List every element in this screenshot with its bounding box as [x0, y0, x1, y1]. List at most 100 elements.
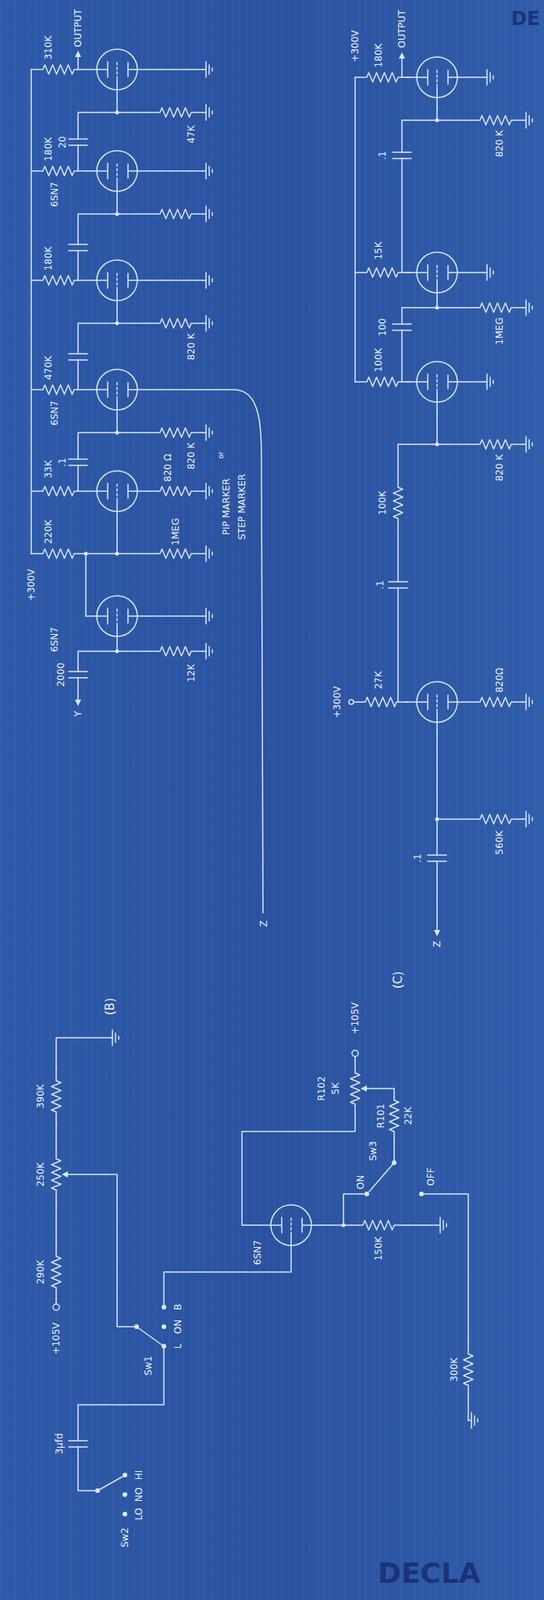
ground-symbol — [202, 104, 213, 121]
resistor-symbol — [468, 115, 523, 125]
resistor-symbol — [468, 814, 523, 824]
capacitor-symbol — [68, 244, 88, 251]
section-label: (B) — [103, 997, 118, 1015]
resistor-value: 100K — [373, 348, 384, 373]
tube-type: 6SN7 — [252, 1239, 264, 1265]
part-name: R102 — [316, 1075, 328, 1100]
signal-name: Z — [431, 940, 443, 947]
capacitor-value: .1 — [412, 853, 424, 862]
resistor-symbol — [31, 486, 86, 496]
capacitor-value: 20 — [56, 135, 68, 148]
part-name: R101 — [375, 1102, 387, 1128]
resistor-symbol — [31, 166, 86, 176]
marker-lead — [148, 389, 264, 913]
capacitor-value: .1 — [376, 150, 388, 160]
arrow-head — [433, 929, 441, 936]
tube-symbol — [85, 259, 149, 312]
switch-position: LO — [133, 1507, 145, 1520]
resistor-value: 15K — [373, 241, 384, 260]
ground-symbol — [202, 483, 213, 499]
tube-type: 6SN7 — [49, 400, 61, 426]
resistor-value: 47K — [185, 124, 197, 143]
note: or — [216, 451, 225, 459]
resistor-value: 560K — [494, 830, 505, 855]
supply-label: +300V — [331, 685, 343, 718]
ground-symbol — [202, 545, 213, 562]
junctions-and-arrows — [61, 50, 441, 1516]
resistor-value: 820 K — [185, 442, 197, 470]
resistor-value: 150K — [373, 1236, 384, 1261]
switch-position: OFF — [425, 1166, 437, 1185]
supply-label: +300V — [349, 29, 361, 62]
capacitor-symbol — [68, 138, 88, 146]
switch-position: L — [172, 1343, 184, 1349]
watermark: DE — [511, 7, 540, 30]
section-label: (C) — [391, 970, 406, 989]
ground-symbol — [522, 436, 533, 452]
ground-symbol — [483, 373, 494, 390]
resistor-value: 33K — [42, 459, 54, 478]
switch-position: ON — [355, 1174, 367, 1189]
capacitor-symbol — [68, 671, 88, 678]
wire — [355, 55, 484, 930]
resistor-symbol — [148, 318, 203, 328]
supply-label: +105V — [349, 1001, 361, 1034]
tube-symbol — [405, 681, 469, 733]
resistor-value: 820 K — [185, 333, 197, 361]
resistor-value: 820 Ω — [162, 453, 174, 482]
wire — [56, 1037, 469, 1490]
terminal — [348, 699, 354, 704]
signal-name: Z — [258, 920, 270, 927]
resistor-symbol — [51, 1244, 61, 1299]
output-label: OUTPUT — [396, 10, 408, 49]
resistor-value: 470K — [42, 355, 54, 381]
capacitor-symbol — [392, 323, 412, 331]
resistor-value: 5K — [330, 1081, 342, 1095]
resistor-value: 180K — [373, 43, 384, 68]
ground-symbol — [437, 1216, 447, 1233]
capacitor-value: .1 — [374, 579, 386, 589]
tube-symbol — [405, 252, 469, 304]
ground-symbol — [202, 643, 213, 659]
ground-symbol — [202, 315, 213, 331]
terminal — [53, 1303, 60, 1310]
supply-label: +300V — [25, 568, 37, 601]
resistor-symbol — [463, 1341, 473, 1397]
resistor-symbol — [51, 1068, 61, 1124]
switch-name: Sw2 — [119, 1526, 131, 1547]
note: PIP MARKER — [220, 478, 232, 536]
tube-symbol — [85, 369, 149, 421]
ground-symbol — [483, 69, 494, 86]
resistor-symbol — [31, 64, 86, 75]
capacitor-symbol — [68, 1440, 88, 1447]
resistor-value: 250K — [35, 1162, 47, 1187]
resistor-symbol — [353, 696, 409, 707]
resistor-symbol — [468, 302, 523, 313]
ground-symbol — [468, 1411, 478, 1428]
tube-type: 6SN7 — [49, 626, 61, 652]
resistor-symbol — [350, 1060, 360, 1116]
capacitor-symbol — [392, 152, 412, 159]
resistor-symbol — [31, 384, 86, 395]
ground-symbol — [522, 693, 533, 710]
resistor-symbol — [51, 1146, 61, 1202]
terminal — [352, 1049, 359, 1056]
resistor-value: 12K — [185, 663, 197, 682]
resistor-symbol — [148, 427, 203, 438]
resistor-symbol — [351, 1219, 406, 1230]
tube-symbol — [405, 361, 469, 413]
resistor-value: 22K — [402, 1105, 414, 1124]
resistor-symbol — [31, 548, 86, 559]
tube-symbol — [405, 56, 469, 109]
resistor-value: 300K — [448, 1357, 460, 1382]
resistor-symbol — [355, 72, 410, 82]
resistor-symbol — [148, 646, 203, 656]
resistor-value: 390K — [35, 1084, 47, 1109]
output-label: OUTPUT — [72, 9, 84, 48]
watermark: DECLA — [377, 1557, 481, 1589]
capacitor-value: 2000 — [55, 662, 67, 687]
arrow-head — [398, 52, 406, 59]
